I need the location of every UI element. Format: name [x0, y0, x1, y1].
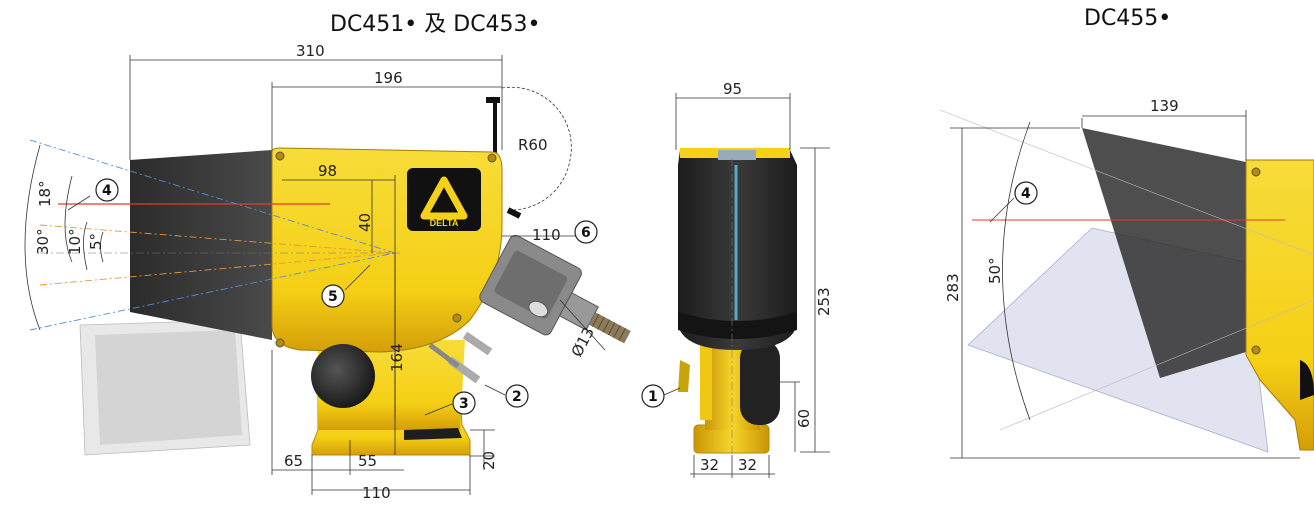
laser-line-blue-top	[29, 139, 396, 254]
dim-60: 60	[795, 409, 813, 428]
svg-text:5: 5	[328, 289, 338, 305]
dim-angle-18: 18°	[36, 180, 54, 207]
svg-text:4: 4	[102, 183, 112, 199]
arc-50	[1002, 121, 1031, 421]
hood-ghost-inner	[95, 330, 242, 445]
dim-164: 164	[388, 343, 406, 372]
front-window	[718, 150, 756, 160]
air-fittings	[428, 331, 493, 384]
front-view: 95 253 60 32 32 1	[641, 80, 833, 478]
protective-hood	[130, 150, 272, 340]
dim-110: 110	[362, 484, 391, 502]
adjustment-knob	[311, 344, 375, 408]
dim-283: 283	[944, 273, 962, 302]
title-dc455: DC455•	[1084, 6, 1172, 31]
dim-139: 139	[1150, 97, 1179, 115]
dim-40: 40	[356, 213, 374, 232]
laser-line-blue-bottom	[29, 252, 396, 331]
dim-angle-10: 10°	[66, 228, 84, 255]
dim-196: 196	[374, 69, 403, 87]
body-dc455	[1245, 159, 1314, 451]
callout-6: 6	[574, 220, 598, 244]
front-knob	[740, 340, 780, 425]
dim-32-left: 32	[700, 456, 719, 474]
svg-text:3: 3	[459, 396, 469, 412]
svg-text:6: 6	[581, 225, 591, 241]
dim-65: 65	[284, 452, 303, 470]
dim-angle-30: 30°	[34, 228, 52, 255]
delta-triangle-icon	[420, 176, 468, 220]
radius-arc	[501, 86, 572, 211]
dim-angle-5: 5°	[87, 233, 105, 250]
base-slot	[404, 428, 462, 440]
dim-98: 98	[318, 162, 337, 180]
callout-2: 2	[484, 384, 529, 408]
callout-3: 3	[424, 391, 476, 416]
dim-r60: R60	[518, 136, 548, 154]
callout-4-dc455: 4	[989, 181, 1038, 223]
callout-4: 4	[67, 178, 119, 211]
dim-angle-50: 50°	[986, 257, 1004, 284]
dim-20: 20	[480, 451, 498, 470]
svg-text:2: 2	[512, 389, 522, 405]
dim-55: 55	[358, 452, 377, 470]
logo-text: DELTA	[430, 218, 459, 228]
dim-32-right: 32	[738, 456, 757, 474]
title-dc451-dc453: DC451• 及 DC453•	[330, 12, 541, 37]
svg-text:4: 4	[1021, 186, 1031, 202]
front-fitting	[678, 360, 690, 392]
callout-5: 5	[321, 264, 371, 308]
cable-connector	[479, 234, 631, 344]
laser-line-orange-top	[39, 224, 396, 254]
dim-diameter-13: Ø13	[568, 324, 598, 360]
dim-310: 310	[296, 42, 325, 60]
dim-253: 253	[815, 287, 833, 316]
side-view-dc455: 139 283 50° 4	[939, 97, 1314, 459]
callout-1: 1	[641, 384, 681, 408]
side-view-dc451: DELTA	[24, 42, 631, 502]
dim-95: 95	[723, 80, 742, 98]
dim-110-6: 110	[532, 226, 561, 244]
arc-30	[24, 144, 41, 331]
svg-text:1: 1	[648, 389, 658, 405]
protective-hood-dc455	[1082, 128, 1246, 378]
